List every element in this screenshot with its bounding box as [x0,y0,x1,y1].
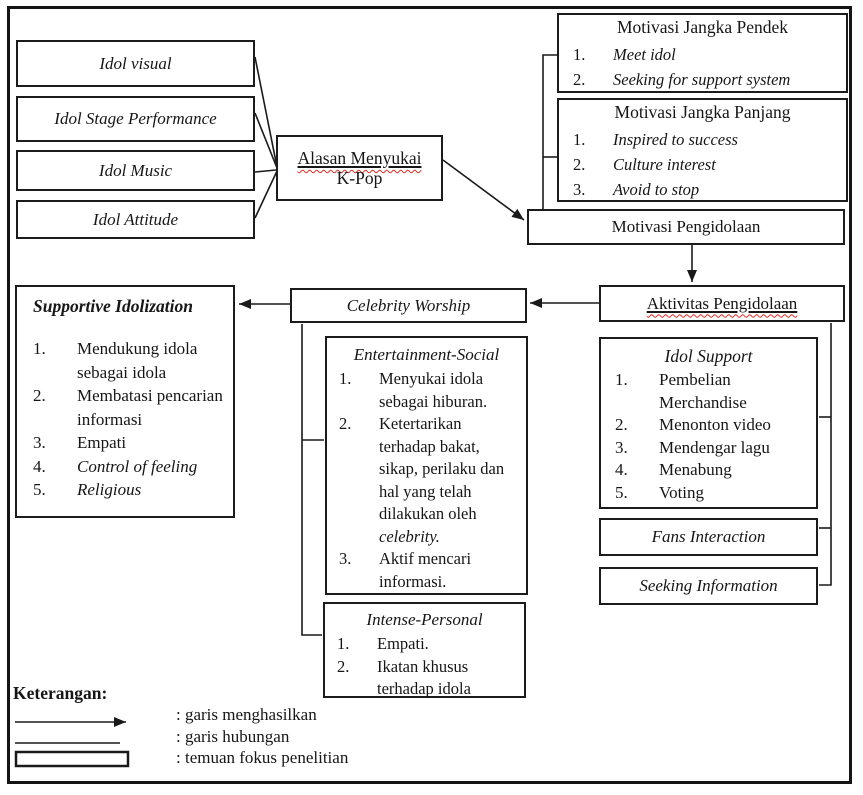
box-idol-music-label: Idol Music [98,160,173,180]
box-celebrity-worship: Celebrity Worship [290,288,527,323]
box-idol-visual: Idol visual [16,40,255,87]
box-supportive-idolization: Supportive Idolization Mendukung idola s… [15,285,235,518]
box-idol-music: Idol Music [16,150,255,191]
list-item: Pembelian Merchandise [659,370,747,412]
box-alasan-menyukai-kpop: Alasan Menyukai K-Pop [276,135,443,201]
box-aktivitas-pengidolaan-label: Aktivitas Pengidolaan [646,293,798,313]
legend-title: Keterangan: [13,683,108,703]
box-motivasi-jangka-panjang-title: Motivasi Jangka Panjang [614,102,791,122]
list-item: Menonton video [659,415,771,434]
list-item: Menyukai idola sebagai hiburan. [379,369,488,411]
box-motivasi-pengidolaan: Motivasi Pengidolaan [527,209,845,245]
box-idol-support: Idol Support Pembelian Merchandise Menon… [599,337,818,509]
list-item: Aktif mencari informasi. [379,549,472,591]
list-item: Meet idol [613,45,676,64]
misspell-underline: Aktivitas Pengidolaan [647,294,798,314]
box-intense-personal: Intense-Personal Empati. Ikatan khusus t… [323,602,526,698]
idol-support-list: Pembelian Merchandise Menonton video Men… [601,369,816,504]
outer-border [7,6,852,784]
box-idol-attitude: Idol Attitude [16,200,255,239]
entertainment-social-list: Menyukai idola sebagai hiburan. Ketertar… [327,366,526,593]
box-entertainment-social: Entertainment-Social Menyukai idola seba… [325,336,528,595]
alasan-line2: K-Pop [336,168,383,188]
list-item: Religious [77,480,142,499]
box-motivasi-jangka-panjang: Motivasi Jangka Panjang Inspired to succ… [557,98,848,202]
box-idol-attitude-label: Idol Attitude [92,209,179,229]
motivasi-jangka-pendek-list: Meet idol Seeking for support system [559,39,846,92]
misspell-underline: Alasan Menyukai [298,148,422,168]
box-idol-visual-label: Idol visual [99,53,172,73]
box-seeking-information-label: Seeking Information [639,576,778,596]
box-entertainment-social-title: Entertainment-Social [353,345,500,364]
list-item: Mendukung idola sebagai idola [77,339,198,382]
box-celebrity-worship-label: Celebrity Worship [346,295,471,315]
list-item: Empati. [377,634,429,653]
legend-label-line: : garis hubungan [176,726,290,746]
box-intense-personal-title: Intense-Personal [366,610,483,629]
list-item: Voting [659,482,705,502]
legend-label-box: : temuan fokus penelitian [176,748,349,767]
supportive-idolization-list: Mendukung idola sebagai idola Membatasi … [17,333,233,502]
list-item: Culture interest [613,155,716,174]
legend-labels: : garis menghasilkan : garis hubungan : … [176,704,348,769]
motivasi-jangka-panjang-list: Inspired to success Culture interest Avo… [559,124,846,202]
list-item: Menabung [659,460,732,479]
box-supportive-idolization-title: Supportive Idolization [33,296,193,316]
legend-label-arrow: : garis menghasilkan [176,705,317,724]
box-motivasi-jangka-pendek-title: Motivasi Jangka Pendek [616,17,789,37]
box-fans-interaction-label: Fans Interaction [651,527,766,547]
box-idol-stage-performance-label: Idol Stage Performance [54,109,217,129]
box-aktivitas-pengidolaan: Aktivitas Pengidolaan [599,285,845,322]
box-idol-stage-performance: Idol Stage Performance [16,96,255,142]
list-item: Inspired to success [613,130,738,149]
box-seeking-information: Seeking Information [599,567,818,605]
list-item: Mendengar lagu [659,437,770,457]
alasan-line1: Alasan Menyukai [297,147,422,168]
box-idol-support-title: Idol Support [664,346,753,366]
box-alasan-menyukai-kpop-text: Alasan Menyukai K-Pop [298,148,422,188]
list-item: Membatasi pencarian informasi [77,386,223,429]
intense-personal-list: Empati. Ikatan khusus terhadap idola [325,631,524,701]
list-item: Seeking for support system [613,70,791,89]
list-item: Avoid to stop [613,180,700,199]
box-fans-interaction: Fans Interaction [599,518,818,556]
box-motivasi-jangka-pendek: Motivasi Jangka Pendek Meet idol Seeking… [557,13,848,93]
box-motivasi-pengidolaan-label: Motivasi Pengidolaan [611,217,761,237]
list-item: Ketertarikan terhadap bakat, sikap, peri… [379,414,505,546]
list-item: Empati [77,433,127,452]
list-item: Control of feeling [77,456,198,476]
list-item: Ikatan khusus terhadap idola [377,656,471,699]
